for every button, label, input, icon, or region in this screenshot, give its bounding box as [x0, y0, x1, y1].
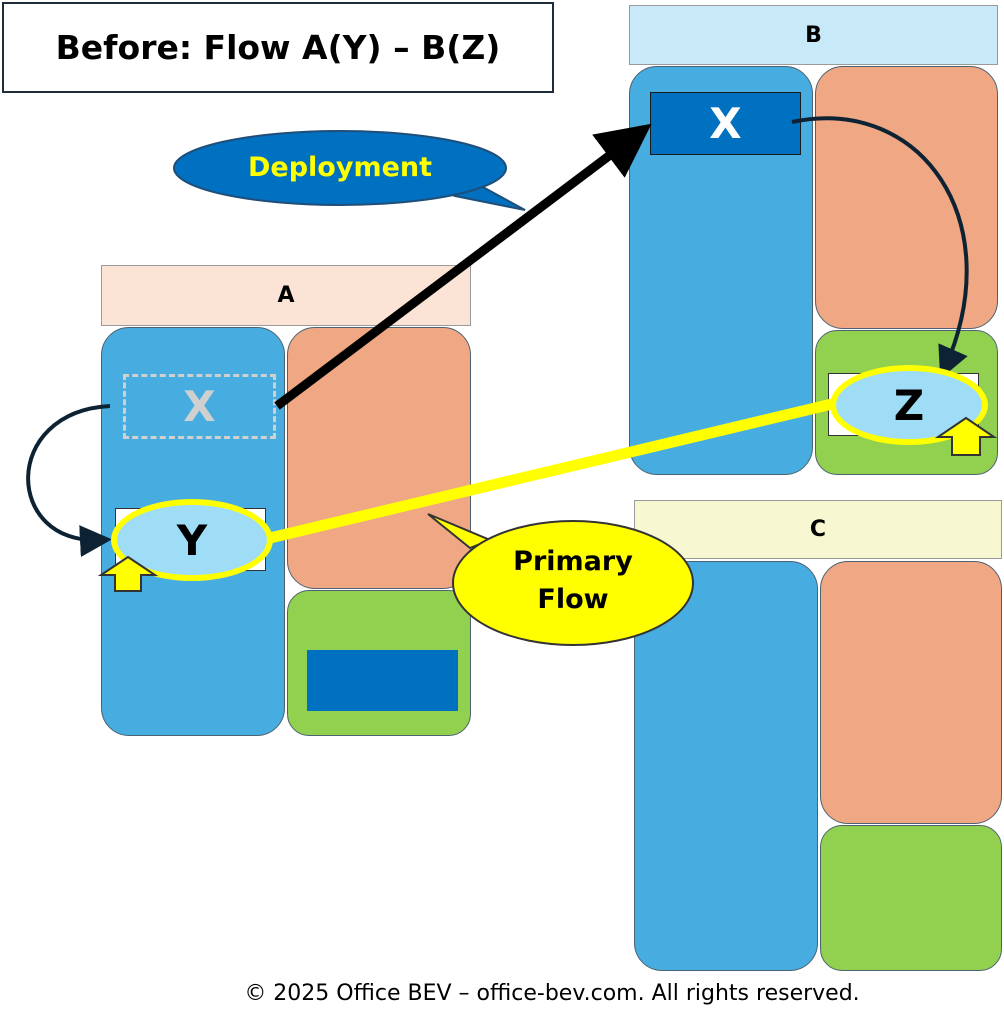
curved-arrow-x-to-z	[791, 116, 969, 379]
copyright-footer: © 2025 Office BEV – office-bev.com. All …	[244, 980, 860, 1006]
curved-arrow-x-to-y	[26, 404, 112, 558]
panel-c-salmon-block	[820, 561, 1002, 824]
panel-b-header: B	[629, 5, 998, 65]
deployment-arrow	[274, 123, 652, 410]
primary-flow-callout-ellipse	[452, 520, 694, 646]
deployment-callout-text: Deployment	[247, 151, 433, 183]
panel-c-blue-block	[634, 561, 818, 971]
primary-flow-line	[268, 398, 834, 544]
panel-c-header: C	[634, 500, 1002, 559]
deployment-callout-ellipse	[173, 130, 507, 206]
x-original-position: X	[123, 374, 276, 439]
up-arrow-y	[97, 555, 159, 592]
up-arrow-z	[934, 416, 998, 456]
panel-a-header: A	[101, 265, 471, 326]
primary-flow-callout-text: Primary Flow	[513, 546, 633, 615]
panel-c-green-block	[820, 825, 1002, 971]
panel-a-dark-blue-rect	[307, 650, 458, 711]
x-deployed-box: X	[650, 92, 801, 155]
diagram-title: Before: Flow A(Y) – B(Z)	[2, 2, 554, 93]
